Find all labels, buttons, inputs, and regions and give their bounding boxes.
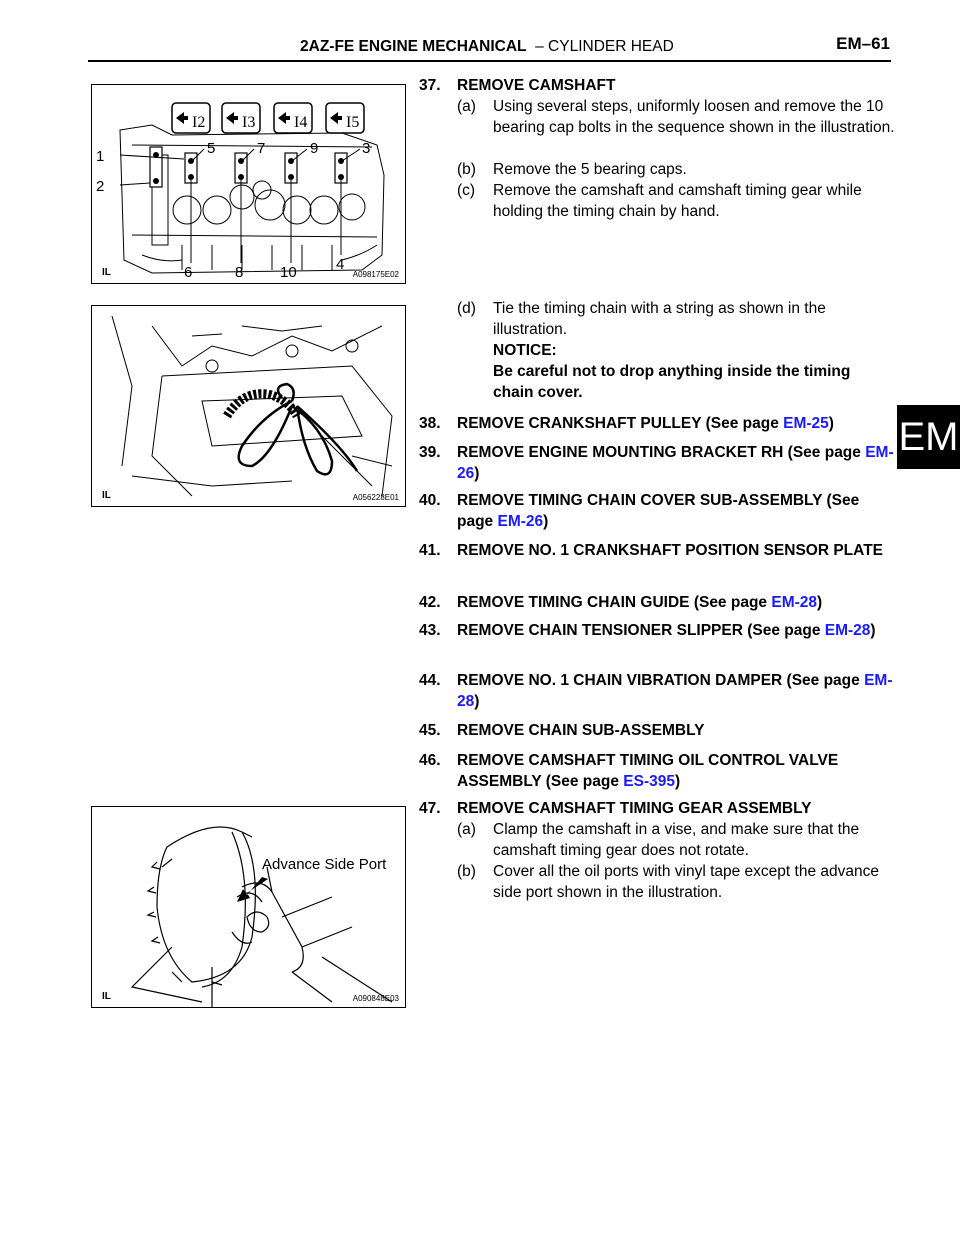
figure-tie-timing-chain: IL A056228E01 bbox=[91, 305, 406, 507]
step-40: 40. REMOVE TIMING CHAIN COVER SUB-ASSEMB… bbox=[419, 492, 860, 530]
step-43: 43. REMOVE CHAIN TENSIONER SLIPPER (See … bbox=[419, 622, 876, 639]
cylinder-head-illustration: I2 I3 I4 I5 1 2 3 4 5 6 7 8 9 10 bbox=[96, 102, 385, 281]
cap-label-i4: I4 bbox=[294, 114, 307, 131]
svg-text:5: 5 bbox=[207, 140, 215, 157]
svg-text:1: 1 bbox=[96, 148, 104, 165]
advance-side-port-callout: Advance Side Port bbox=[262, 856, 387, 873]
figure-code: A098175E02 bbox=[352, 270, 399, 279]
step-37a: (a) Using several steps, uniformly loose… bbox=[457, 98, 895, 136]
step-38: 38. REMOVE CRANKSHAFT PULLEY (See page E… bbox=[419, 415, 834, 432]
link-em-26[interactable]: EM-26 bbox=[497, 513, 544, 530]
illustration-mark: IL bbox=[102, 991, 111, 1002]
step-47a: (a) Clamp the camshaft in a vise, and ma… bbox=[457, 821, 860, 859]
link-em-28[interactable]: EM-28 bbox=[824, 622, 871, 639]
header-subsection: – CYLINDER HEAD bbox=[535, 38, 674, 55]
cap-label-i5: I5 bbox=[346, 114, 359, 131]
step-42: 42. REMOVE TIMING CHAIN GUIDE (See page … bbox=[419, 594, 823, 611]
step-47b: (b) Cover all the oil ports with vinyl t… bbox=[457, 863, 879, 901]
illustration-mark: IL bbox=[102, 490, 111, 501]
svg-text:10: 10 bbox=[280, 264, 297, 281]
illustration-mark: IL bbox=[102, 267, 111, 278]
step-45: 45. REMOVE CHAIN SUB-ASSEMBLY bbox=[419, 722, 705, 739]
page-number: EM–61 bbox=[836, 34, 890, 53]
svg-text:2: 2 bbox=[96, 178, 104, 195]
cap-label-i2: I2 bbox=[192, 114, 205, 131]
svg-text:8: 8 bbox=[235, 264, 243, 281]
step-37c: (c) Remove the camshaft and camshaft tim… bbox=[457, 182, 862, 220]
link-em-25[interactable]: EM-25 bbox=[783, 415, 829, 432]
link-em-28[interactable]: EM-28 bbox=[771, 594, 818, 611]
figure-code: A056228E01 bbox=[352, 493, 399, 502]
svg-text:7: 7 bbox=[257, 140, 265, 157]
figure-code: A090848E03 bbox=[352, 994, 399, 1003]
step-46: 46. REMOVE CAMSHAFT TIMING OIL CONTROL V… bbox=[419, 752, 839, 790]
header-section-title: 2AZ-FE ENGINE MECHANICAL bbox=[300, 38, 527, 55]
step-41: 41. REMOVE NO. 1 CRANKSHAFT POSITION SEN… bbox=[419, 542, 884, 559]
notice-text: Be careful not to drop anything inside t… bbox=[493, 363, 851, 401]
running-header: 2AZ-FE ENGINE MECHANICAL – CYLINDER HEAD bbox=[300, 38, 820, 56]
step-44: 44. REMOVE NO. 1 CHAIN VIBRATION DAMPER … bbox=[419, 672, 893, 710]
notice-label: NOTICE: bbox=[493, 342, 557, 359]
link-em-28[interactable]: EM-28 bbox=[457, 672, 893, 710]
svg-text:4: 4 bbox=[336, 256, 344, 273]
link-em-26[interactable]: EM-26 bbox=[457, 444, 894, 482]
cap-label-i3: I3 bbox=[242, 114, 255, 131]
timing-chain-illustration bbox=[111, 315, 393, 497]
step-37: 37. REMOVE CAMSHAFT bbox=[419, 77, 616, 94]
camshaft-gear-illustration: Advance Side Port bbox=[130, 826, 393, 1007]
section-tab: EM bbox=[897, 405, 960, 469]
svg-text:9: 9 bbox=[310, 140, 318, 157]
figure-bearing-cap-bolt-sequence: I2 I3 I4 I5 1 2 3 4 5 6 7 8 9 10 IL A098… bbox=[91, 84, 406, 284]
header-rule bbox=[88, 60, 891, 62]
svg-text:6: 6 bbox=[184, 264, 192, 281]
step-37d: (d) Tie the timing chain with a string a… bbox=[457, 300, 826, 338]
figure-advance-side-port: Advance Side Port IL A090848E03 bbox=[91, 806, 406, 1008]
step-39: 39. REMOVE ENGINE MOUNTING BRACKET RH (S… bbox=[419, 444, 894, 482]
link-es-395[interactable]: ES-395 bbox=[623, 773, 675, 790]
svg-text:3: 3 bbox=[362, 140, 370, 157]
step-47: 47. REMOVE CAMSHAFT TIMING GEAR ASSEMBLY bbox=[419, 800, 812, 817]
step-37b: (b) Remove the 5 bearing caps. bbox=[457, 161, 687, 178]
